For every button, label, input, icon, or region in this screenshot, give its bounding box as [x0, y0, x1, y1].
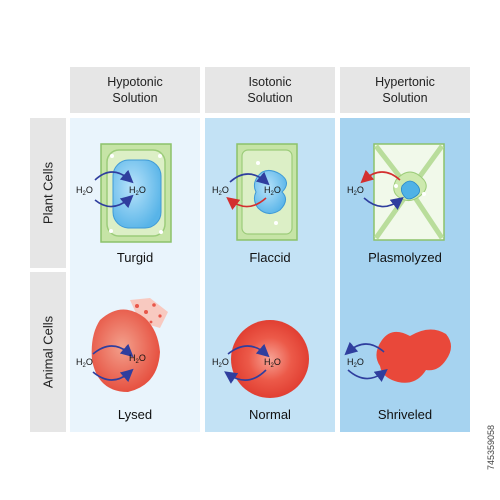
plant-cell-plasmolyzed: [373, 143, 445, 241]
header-hypotonic-label: Hypotonic Solution: [107, 75, 163, 105]
header-hypertonic: Hypertonic Solution: [340, 67, 470, 113]
water-label: H2O: [212, 185, 229, 197]
header-hypertonic-label: Hypertonic Solution: [375, 75, 435, 105]
water-arrows-lysed: [92, 343, 134, 383]
water-label: H2O: [212, 357, 229, 369]
caption-plasmolyzed: Plasmolyzed: [368, 250, 442, 265]
water-label: H2O: [264, 357, 281, 369]
water-label: H2O: [347, 185, 364, 197]
header-isotonic-label: Isotonic Solution: [247, 75, 293, 105]
header-hypotonic: Hypotonic Solution: [70, 67, 200, 113]
water-label: H2O: [76, 357, 93, 369]
animal-cell-shriveled: [376, 329, 451, 383]
water-label: H2O: [264, 185, 281, 197]
caption-flaccid: Flaccid: [249, 250, 291, 265]
caption-lysed: Lysed: [117, 407, 153, 422]
animal-cell-normal: [231, 320, 309, 398]
water-arrows-normal: [224, 343, 270, 384]
water-arrows-shriveled: [344, 341, 388, 382]
water-arrows-flaccid: [226, 171, 270, 210]
header-isotonic: Isotonic Solution: [205, 67, 335, 113]
plant-cell-flaccid: [236, 143, 298, 241]
row-header-animal: Animal Cells: [30, 272, 66, 432]
water-label: H2O: [347, 357, 364, 369]
water-arrows-plasmolyzed: [360, 169, 404, 210]
water-label: H2O: [129, 353, 146, 365]
caption-turgid: Turgid: [116, 250, 154, 265]
water-label: H2O: [129, 185, 146, 197]
caption-normal: Normal: [249, 407, 291, 422]
water-arrows-turgid: [94, 169, 134, 209]
caption-shriveled: Shriveled: [377, 407, 433, 422]
water-label: H2O: [76, 185, 93, 197]
row-header-plant: Plant Cells: [30, 118, 66, 268]
stock-id: 745359058: [486, 424, 496, 470]
